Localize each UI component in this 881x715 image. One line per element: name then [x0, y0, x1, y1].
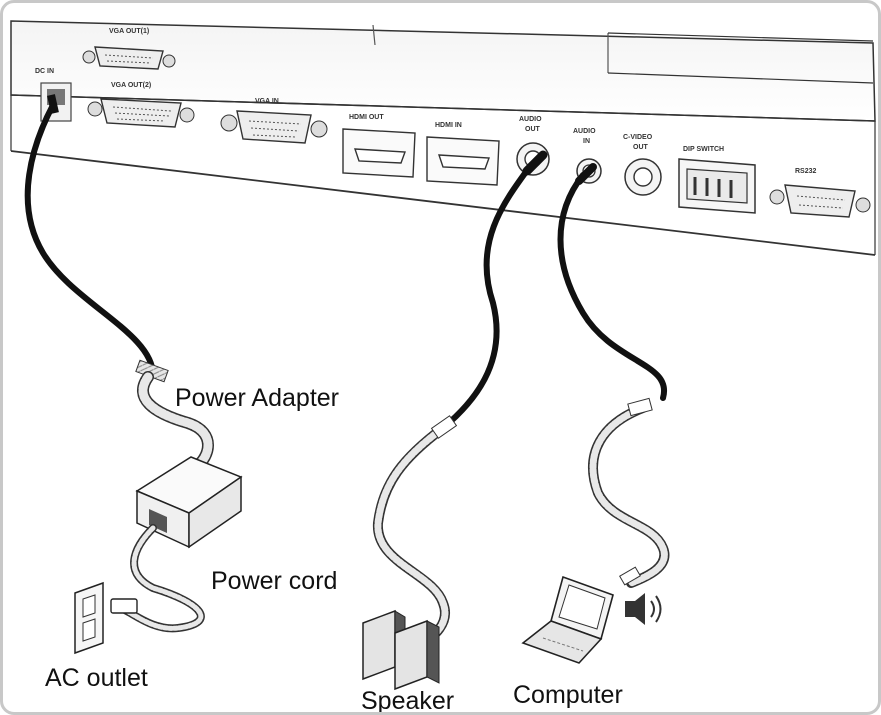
rs232-port [769, 184, 871, 218]
vga-out-1-label: VGA OUT(1) [109, 28, 149, 35]
ac-outlet-label: AC outlet [45, 664, 148, 692]
audio-in-label-1: AUDIO [573, 128, 596, 135]
hdmi-in-label: HDMI IN [435, 122, 462, 129]
cvideo-out-port [624, 158, 662, 196]
audio-out-label-2: OUT [525, 126, 541, 133]
power-adapter [135, 456, 243, 549]
cvideo-out-label-2: OUT [633, 144, 649, 151]
hdmi-in-port [426, 136, 500, 186]
dc-in-label: DC IN [35, 68, 54, 75]
audio-out-label-1: AUDIO [519, 116, 542, 123]
power-cord [110, 524, 205, 633]
connection-diagram: DC IN VGA OUT(1) VGA OUT(2) VGA IN HDMI … [10, 20, 876, 691]
rs232-label: RS232 [795, 168, 817, 175]
power-cable [24, 94, 214, 471]
audio-in-label-2: IN [583, 138, 590, 145]
dip-switch-label: DIP SWITCH [683, 146, 724, 153]
computer-label: Computer [513, 681, 623, 709]
ac-outlet [74, 581, 104, 655]
speaker-icon [362, 609, 440, 691]
speaker-cable [372, 150, 548, 648]
sound-icon [625, 593, 662, 625]
power-adapter-label: Power Adapter [175, 384, 339, 412]
power-cord-label: Power cord [211, 567, 338, 595]
vga-out-2-label: VGA OUT(2) [111, 82, 151, 89]
vga-in-port [220, 110, 328, 144]
hdmi-out-label: HDMI OUT [349, 114, 384, 121]
hdmi-out-port [342, 128, 416, 178]
vga-out-2-port [87, 98, 195, 128]
vga-in-label: VGA IN [255, 98, 279, 105]
laptop-icon [521, 575, 614, 664]
rear-panel [10, 20, 876, 256]
computer-cable [557, 163, 670, 588]
speaker-label: Speaker [361, 687, 455, 715]
dip-switch-port [678, 158, 756, 214]
cvideo-out-label-1: C-VIDEO [623, 134, 653, 141]
vga-out-1-port [82, 46, 176, 70]
